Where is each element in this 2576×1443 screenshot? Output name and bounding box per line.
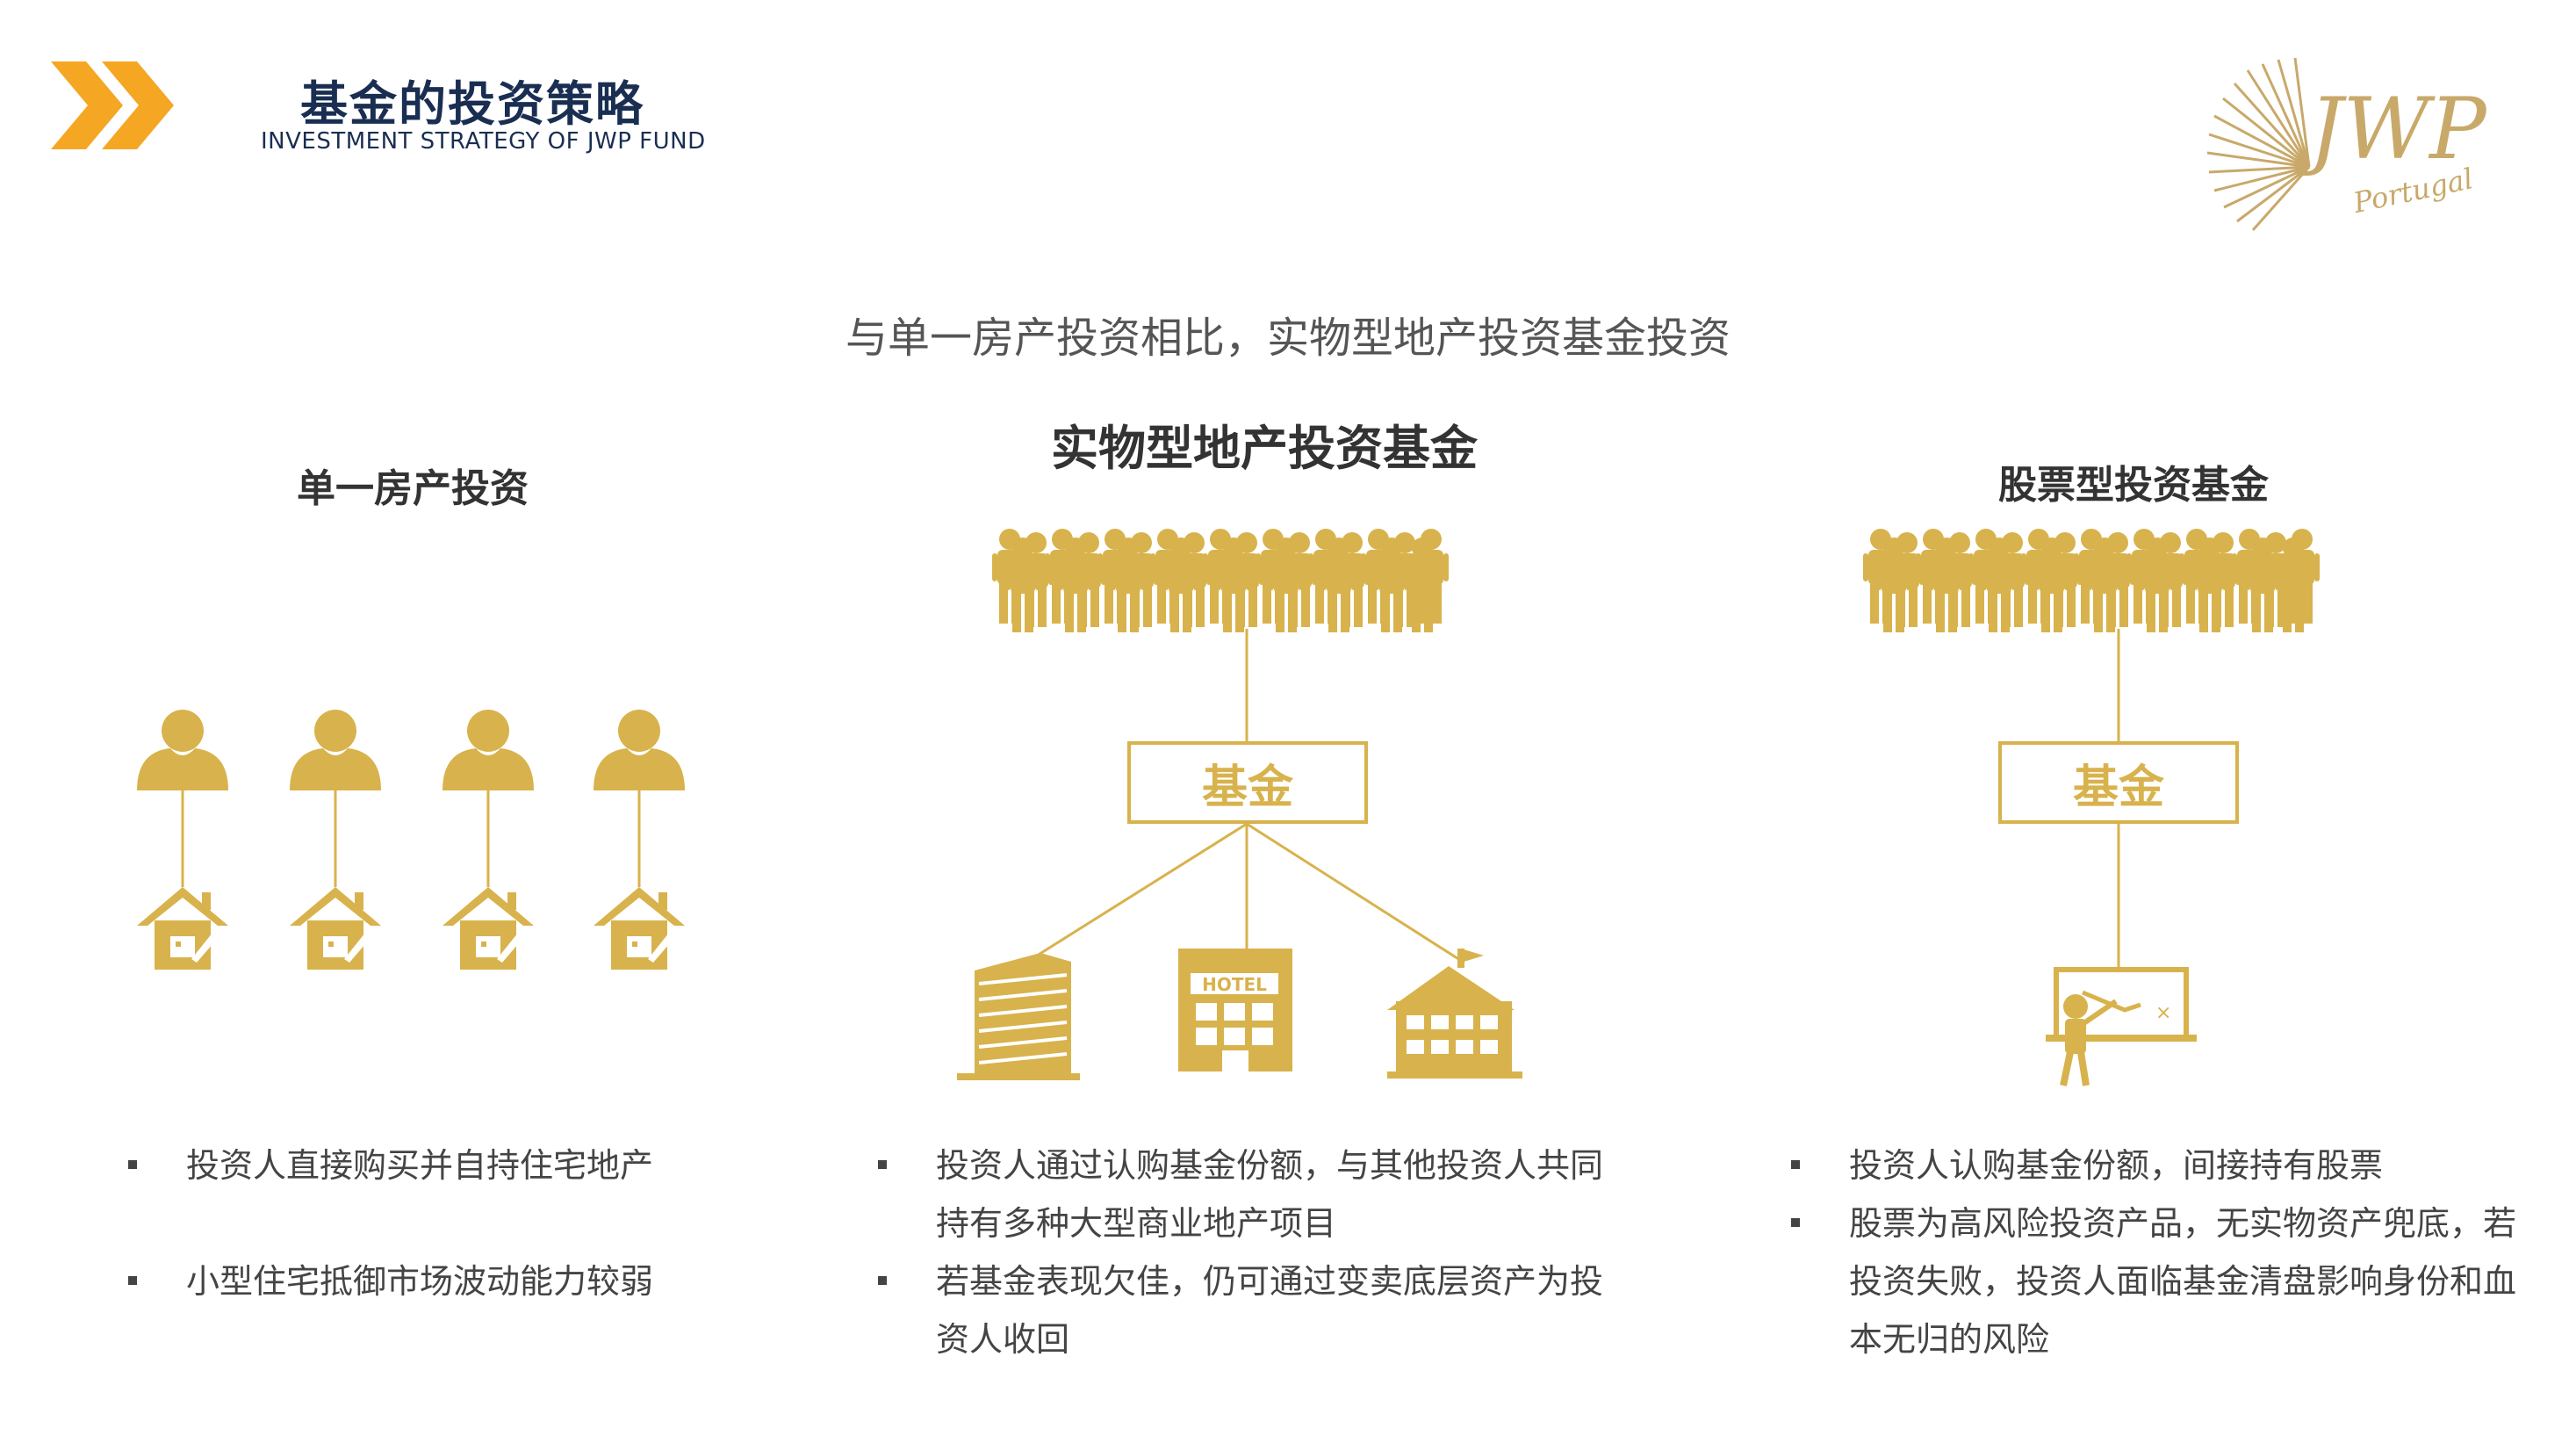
commercial-building-icon xyxy=(1387,949,1522,1079)
page-subtitle: INVESTMENT STRATEGY OF JWP FUND xyxy=(261,128,706,155)
bullet-marker xyxy=(1791,1160,1800,1169)
bullet-marker xyxy=(1791,1218,1800,1227)
physical-fund-box: 基金 xyxy=(1127,741,1368,824)
single-bullet-list: 投资人直接购买并自持住宅地产 小型住宅抵御市场波动能力较弱 xyxy=(128,1136,748,1310)
physical-column-title: 实物型地产投资基金 xyxy=(1051,421,1478,476)
list-item: 投资人认购基金份额，间接持有股票 xyxy=(1791,1136,2534,1194)
house-icon xyxy=(443,887,534,970)
investor-icon xyxy=(290,710,381,790)
intro-text: 与单一房产投资相比，实物型地产投资基金投资 xyxy=(845,314,1731,363)
logo-text: JWP xyxy=(2294,80,2487,178)
investor-icon xyxy=(594,710,685,790)
page-title: 基金的投资策略 xyxy=(300,76,644,132)
list-item: 投资人通过认购基金份额，与其他投资人共同持有多种大型商业地产项目 xyxy=(878,1136,1621,1252)
stock-fund-box: 基金 xyxy=(1998,741,2239,824)
bullet-marker xyxy=(128,1276,137,1285)
single-investor-pairs xyxy=(137,710,685,970)
hotel-icon: HOTEL xyxy=(1178,949,1292,1071)
bullet-marker xyxy=(128,1160,137,1169)
investor-icon xyxy=(137,710,228,790)
stock-crowd-icon xyxy=(1863,529,2320,632)
physical-bullet-list: 投资人通过认购基金份额，与其他投资人共同持有多种大型商业地产项目 若基金表现欠佳… xyxy=(878,1136,1621,1368)
single-column-title: 单一房产投资 xyxy=(297,466,529,511)
house-icon xyxy=(137,887,228,970)
physical-crowd-icon xyxy=(992,529,1449,632)
house-icon xyxy=(290,887,381,970)
stock-column-title: 股票型投资基金 xyxy=(1998,463,2269,508)
office-building-icon xyxy=(957,953,1080,1080)
list-item: 若基金表现欠佳，仍可通过变卖底层资产为投资人收回 xyxy=(878,1252,1621,1368)
house-icon xyxy=(594,887,685,970)
bullet-marker xyxy=(878,1160,887,1169)
svg-text:×: × xyxy=(2155,1002,2171,1024)
bullet-marker xyxy=(878,1276,887,1285)
list-item: 小型住宅抵御市场波动能力较弱 xyxy=(128,1252,748,1310)
list-item: 股票为高风险投资产品，无实物资产兜底，若投资失败，投资人面临基金清盘影响身份和血… xyxy=(1791,1194,2534,1368)
stock-bullet-list: 投资人认购基金份额，间接持有股票 股票为高风险投资产品，无实物资产兜底，若投资失… xyxy=(1791,1136,2534,1368)
jwp-logo: JWP Portugal xyxy=(2206,57,2487,231)
investor-icon xyxy=(443,710,534,790)
presentation-board-icon: × xyxy=(2046,967,2197,1086)
chevrons-icon xyxy=(51,61,174,149)
list-item: 投资人直接购买并自持住宅地产 xyxy=(128,1136,748,1194)
hotel-sign-text: HOTEL xyxy=(1202,974,1267,995)
